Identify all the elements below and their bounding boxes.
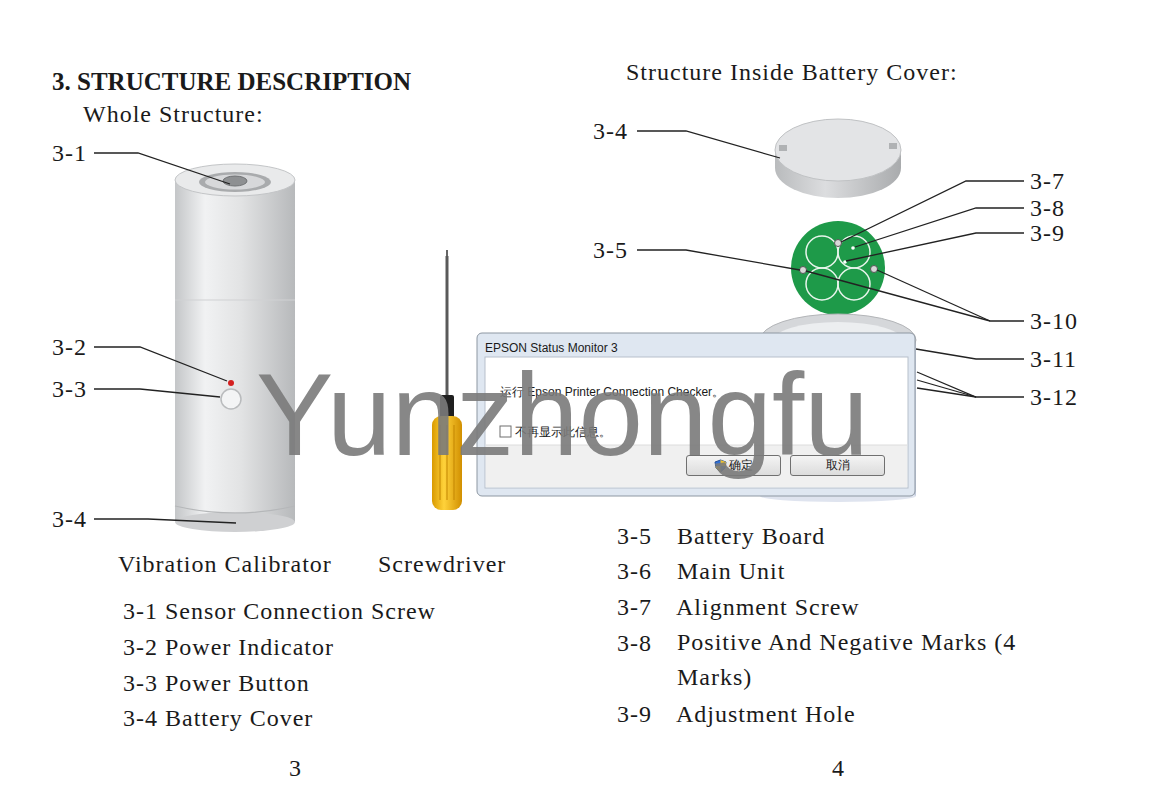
watermark: Yunzhongfu bbox=[256, 357, 869, 473]
callout-number: 3-12 bbox=[1030, 385, 1078, 409]
battery-board bbox=[806, 236, 838, 268]
part-number: 3-6 bbox=[617, 559, 652, 583]
page-number: 4 bbox=[832, 756, 845, 780]
leader-lines bbox=[94, 131, 1024, 523]
battery-cover bbox=[775, 119, 901, 198]
figure-caption: Vibration Calibrator bbox=[118, 552, 332, 576]
calibrator-body bbox=[199, 172, 271, 192]
part-name: Alignment Screw bbox=[676, 595, 860, 619]
battery-board bbox=[851, 246, 855, 250]
callout-number: 3-4 bbox=[52, 507, 87, 531]
part-number: 3-5 bbox=[617, 524, 652, 548]
leader-lines bbox=[917, 372, 1024, 397]
leader-lines bbox=[94, 519, 236, 523]
battery-board bbox=[791, 221, 885, 315]
figure-caption: Screwdriver bbox=[378, 552, 506, 576]
dialog-title: EPSON Status Monitor 3 bbox=[485, 341, 618, 355]
battery-board bbox=[871, 266, 878, 273]
leader-lines bbox=[916, 349, 1024, 359]
section-title: 3. STRUCTURE DESCRIPTION bbox=[52, 69, 411, 94]
screwdriver bbox=[446, 250, 448, 256]
callout-number: 3-7 bbox=[1030, 169, 1065, 193]
battery-board bbox=[800, 267, 807, 274]
leader-lines bbox=[94, 389, 220, 397]
callout-number: 3-4 bbox=[593, 119, 628, 143]
calibrator-body bbox=[175, 300, 295, 301]
calibrator-body bbox=[175, 512, 295, 532]
leader-lines bbox=[917, 380, 976, 397]
part-name: Positive And Negative Marks (4 Marks) bbox=[677, 625, 1042, 695]
callout-number: 3-11 bbox=[1030, 347, 1077, 371]
battery-board bbox=[835, 240, 842, 247]
part-name: Main Unit bbox=[677, 559, 785, 583]
callout-number: 3-2 bbox=[52, 335, 87, 359]
battery-cover bbox=[779, 145, 787, 151]
part-list-item: 3-2 Power Indicator bbox=[123, 635, 334, 659]
leader-lines bbox=[637, 250, 800, 270]
part-number: 3-7 bbox=[617, 595, 652, 619]
callout-number: 3-3 bbox=[52, 377, 87, 401]
leader-lines bbox=[806, 271, 1024, 321]
power-button bbox=[221, 389, 241, 409]
callout-number: 3-1 bbox=[52, 141, 87, 165]
part-number: 3-9 bbox=[617, 702, 652, 726]
subheading: Whole Structure: bbox=[83, 102, 264, 126]
power-indicator bbox=[228, 380, 234, 386]
callout-number: 3-5 bbox=[593, 238, 628, 262]
callout-number: 3-9 bbox=[1030, 221, 1065, 245]
battery-cover bbox=[889, 143, 897, 149]
leader-lines bbox=[877, 270, 990, 321]
leader-lines bbox=[94, 153, 230, 184]
calibrator-body bbox=[175, 506, 295, 513]
subheading: Structure Inside Battery Cover: bbox=[626, 60, 958, 84]
leader-lines bbox=[94, 347, 227, 381]
part-list-item: 3-1 Sensor Connection Screw bbox=[123, 599, 436, 623]
calibrator-body bbox=[175, 164, 295, 196]
calibrator-body bbox=[223, 176, 247, 186]
page-number: 3 bbox=[289, 756, 302, 780]
battery-board bbox=[791, 221, 885, 315]
part-number: 3-8 bbox=[617, 631, 652, 655]
calibrator-body bbox=[205, 175, 265, 190]
callout-number: 3-8 bbox=[1030, 196, 1065, 220]
part-name: Adjustment Hole bbox=[676, 702, 856, 726]
battery-cover bbox=[775, 119, 901, 181]
leader-lines bbox=[846, 233, 1024, 261]
part-list-item: 3-3 Power Button bbox=[123, 671, 310, 695]
part-name: Battery Board bbox=[677, 524, 825, 548]
part-list-item: 3-4 Battery Cover bbox=[123, 706, 313, 730]
leader-lines bbox=[917, 388, 976, 397]
calibrator-body bbox=[175, 164, 295, 532]
leader-lines bbox=[637, 131, 780, 158]
callout-number: 3-10 bbox=[1030, 309, 1078, 333]
